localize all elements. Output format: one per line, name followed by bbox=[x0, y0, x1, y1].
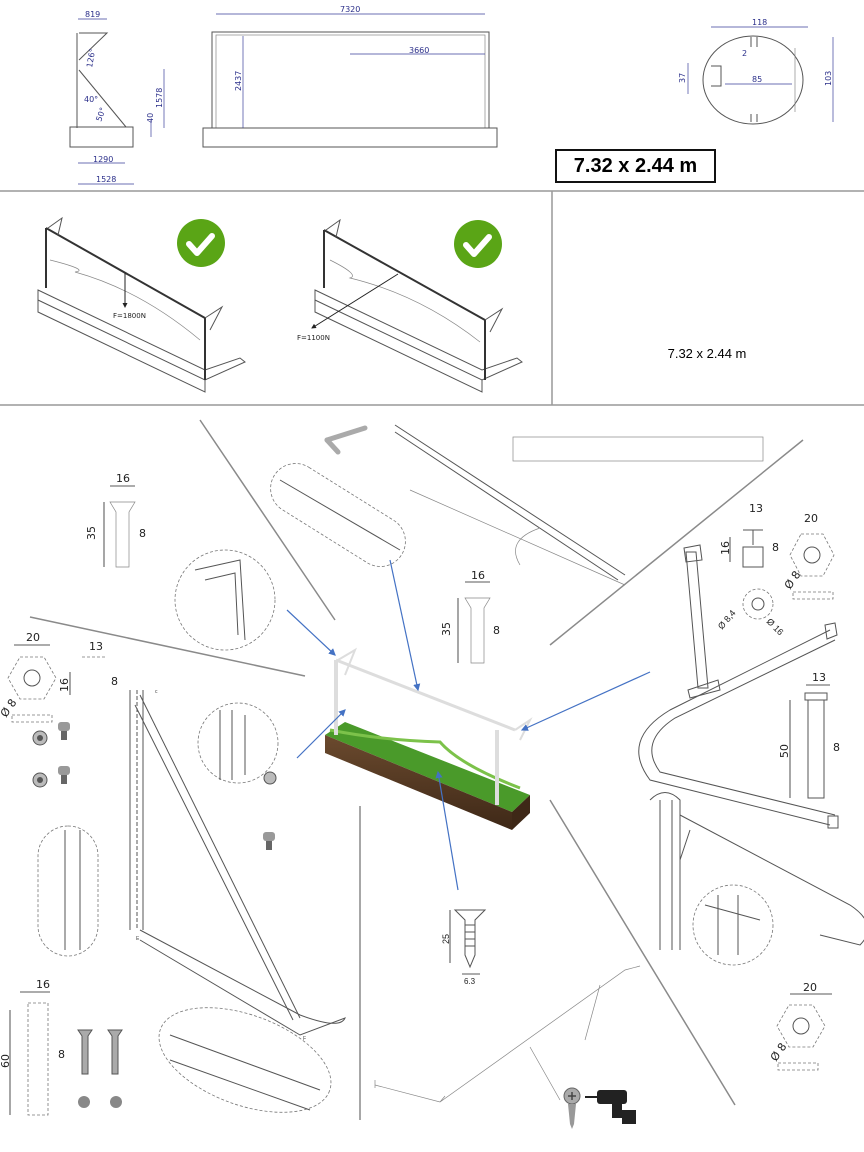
dim-text: 8 bbox=[58, 1048, 65, 1061]
dim-40deg: 40° bbox=[84, 95, 98, 104]
callout-arrows bbox=[286, 559, 651, 891]
dim-103: 103 bbox=[824, 71, 833, 86]
crossbar-detail-drawing bbox=[270, 424, 764, 586]
ground-frame-drawing bbox=[374, 965, 641, 1103]
dim-text: 60 bbox=[0, 1054, 12, 1068]
dim-text: 8 bbox=[493, 624, 500, 637]
goal-size-label: 7.32 x 2.44 m bbox=[667, 346, 747, 361]
goal-size-title: 7.32 x 2.44 m bbox=[555, 149, 716, 183]
nut-left-drawing: 20 Ø 8 13 16 8 bbox=[0, 631, 118, 957]
dim-1528: 1528 bbox=[96, 175, 116, 184]
detail-label: F bbox=[303, 1036, 306, 1042]
dim-126deg: 126° bbox=[85, 48, 97, 69]
check-icon bbox=[454, 220, 502, 268]
dim-118: 118 bbox=[752, 18, 767, 27]
force-label-1100: F=1100N bbox=[297, 334, 330, 342]
side-view-drawing: 819 126° 40° 50° 1578 40 1290 1528 bbox=[69, 10, 165, 185]
nut-right-drawing: 13 16 8 20 Ø 8 Ø 8,4 Ø 16 bbox=[716, 502, 835, 637]
self-drilling-screw-drawing: 25 6.3 bbox=[441, 909, 487, 986]
dim-text: 8 bbox=[111, 675, 118, 688]
section-divider-lines bbox=[29, 419, 804, 1120]
force-label-1800: F=1800N bbox=[113, 312, 146, 320]
dim-1290: 1290 bbox=[93, 155, 113, 164]
dim-85: 85 bbox=[752, 75, 762, 84]
dim-text: 8 bbox=[772, 541, 779, 554]
load-test-horizontal: F=1100N bbox=[297, 218, 523, 393]
dim-7320: 7320 bbox=[340, 5, 360, 14]
dim-text: 16 bbox=[36, 978, 50, 991]
dim-text: Ø 8 bbox=[0, 697, 19, 720]
dim-text: 16 bbox=[58, 678, 71, 692]
post-and-strut-drawing: c E F bbox=[129, 689, 346, 1113]
bolt-right-drawing: 13 50 8 bbox=[778, 671, 840, 799]
dim-37: 37 bbox=[678, 73, 687, 83]
dim-50deg: 50° bbox=[94, 106, 107, 122]
dim-text: 35 bbox=[440, 622, 453, 636]
dim-text: 13 bbox=[749, 502, 763, 515]
dim-text: 16 bbox=[471, 569, 485, 582]
screw-b-drawing: 16 35 8 bbox=[440, 569, 500, 664]
dim-40: 40 bbox=[146, 113, 155, 123]
dim-text: 20 bbox=[26, 631, 40, 644]
dim-text: 16 bbox=[719, 541, 732, 555]
dim-text: 20 bbox=[804, 512, 818, 525]
front-view-drawing: 7320 3660 2437 bbox=[202, 5, 498, 148]
detail-label: E bbox=[136, 936, 140, 942]
nut-bottom-right-drawing: 20 Ø 8 bbox=[768, 981, 832, 1071]
dim-text: 50 bbox=[778, 744, 791, 758]
dim-3660: 3660 bbox=[409, 46, 429, 55]
dim-text: 6.3 bbox=[464, 977, 476, 986]
bolt-bottom-left-drawing: 16 60 8 bbox=[0, 978, 123, 1116]
dim-text: 13 bbox=[89, 640, 103, 653]
dim-text: 25 bbox=[441, 934, 451, 944]
dim-text: 13 bbox=[812, 671, 826, 684]
backstay-bracket-drawing bbox=[638, 544, 839, 829]
dim-text: Ø 16 bbox=[765, 616, 786, 637]
dim-text: 8 bbox=[833, 741, 840, 754]
dim-819: 819 bbox=[85, 10, 100, 19]
dim-2437: 2437 bbox=[234, 71, 243, 91]
allen-key-icon bbox=[324, 425, 368, 443]
dim-text: Ø 8 bbox=[782, 569, 804, 592]
dim-2: 2 bbox=[742, 49, 747, 58]
detail-label: c bbox=[155, 689, 158, 695]
dim-text: 16 bbox=[116, 472, 130, 485]
detail-circle bbox=[174, 549, 276, 651]
screwdriver-and-drill-icon bbox=[563, 1087, 636, 1129]
post-bracket-detail-drawing bbox=[649, 792, 864, 966]
dim-text: 35 bbox=[85, 526, 98, 540]
load-test-vertical: F=1800N bbox=[37, 216, 246, 393]
screw-a-drawing: 16 35 8 bbox=[85, 472, 146, 568]
check-icon bbox=[177, 219, 225, 267]
dim-1578: 1578 bbox=[155, 88, 164, 108]
dim-text: Ø 8,4 bbox=[716, 608, 738, 631]
dim-text: Ø 8 bbox=[768, 1041, 790, 1064]
profile-section-drawing: 118 2 85 37 103 bbox=[678, 18, 834, 125]
goal-with-turf-illustration bbox=[325, 647, 533, 830]
dim-text: 20 bbox=[803, 981, 817, 994]
dim-text: 8 bbox=[139, 527, 146, 540]
